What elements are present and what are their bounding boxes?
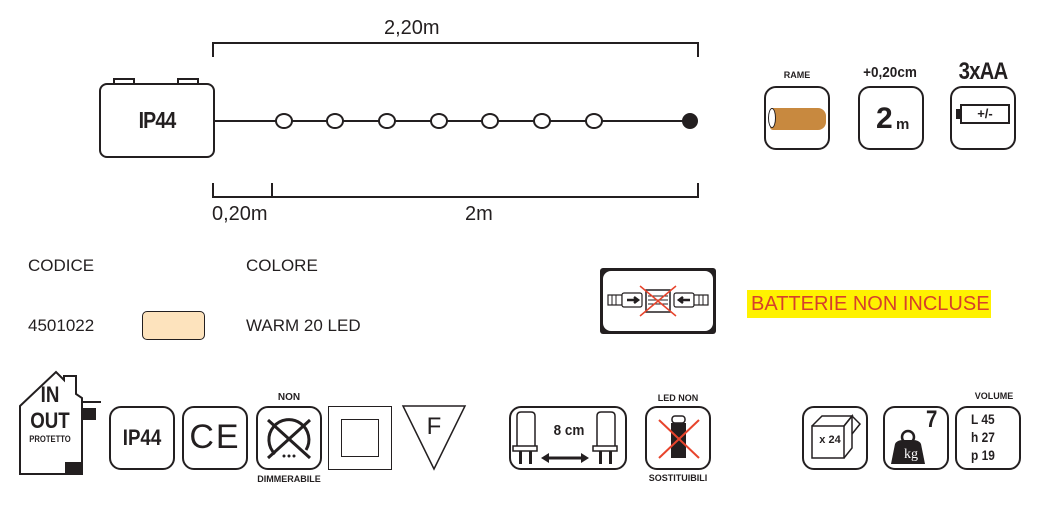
- length-2m-icon: 2 m: [858, 86, 924, 150]
- code-header: CODICE: [28, 256, 95, 275]
- bulb-icon: [585, 113, 603, 129]
- end-cap-icon: [682, 113, 698, 129]
- battery-box-tab-right: [177, 78, 199, 84]
- battery-box-tab-left: [113, 78, 135, 84]
- batteries-not-included: BATTERIE NON INCLUSE: [747, 290, 991, 318]
- length-value: 2: [876, 102, 893, 135]
- non-connectable-icon: [600, 268, 716, 334]
- weight-unit: kg: [904, 447, 918, 462]
- rame-caption: RAME: [783, 70, 811, 80]
- lead-caption: +0,20cm: [863, 64, 917, 81]
- f-mark-label: F: [426, 413, 442, 440]
- house-in: IN: [40, 382, 60, 407]
- in-out-house-icon: IN OUT PROTETTO: [18, 370, 104, 478]
- carton-label: x 24: [819, 434, 841, 446]
- weight-icon: 7 kg: [883, 406, 949, 470]
- ce-label: CE: [189, 418, 241, 456]
- dimmable-top: NON: [277, 392, 301, 403]
- volume-p: p 19: [971, 447, 995, 463]
- color-swatch: [142, 311, 205, 340]
- copper-wire-icon: [764, 86, 830, 150]
- class-ii-icon: [328, 406, 392, 470]
- lead-length-label: 0,20m: [212, 203, 268, 225]
- length-unit: m: [896, 116, 910, 133]
- total-length-label: 2,20m: [384, 17, 440, 39]
- ce-mark-icon: CE: [182, 406, 248, 470]
- lit-length-label: 2m: [465, 203, 493, 225]
- ip44-icon: IP44: [109, 406, 175, 470]
- battery-box-label: IP44: [138, 107, 177, 133]
- dimmable-bottom: DIMMERABILE: [257, 474, 321, 484]
- volume-h: h 27: [971, 429, 995, 445]
- carton-icon: x 24: [802, 406, 868, 470]
- non-dimmable-icon: [256, 406, 322, 470]
- volume-title: VOLUME: [974, 391, 1014, 401]
- bulb-icon: [378, 113, 396, 129]
- battery-caption: 3xAA: [958, 58, 1009, 85]
- bulb-icon: [533, 113, 551, 129]
- volume-icon: L 45 h 27 p 19: [955, 406, 1021, 470]
- house-protetto: PROTETTO: [29, 434, 71, 444]
- house-out: OUT: [30, 408, 70, 433]
- color-header: COLORE: [246, 256, 318, 275]
- bulb-icon: [481, 113, 499, 129]
- bulb-icon: [326, 113, 344, 129]
- battery-icon: +/-: [950, 86, 1016, 150]
- ip44-label: IP44: [122, 425, 162, 450]
- led-top: LED NON: [657, 393, 699, 403]
- bulb-icon: [430, 113, 448, 129]
- f-mark-icon: F: [401, 405, 467, 471]
- bulb-icon: [275, 113, 293, 129]
- volume-l: L 45: [971, 411, 995, 427]
- spacing-label: 8 cm: [553, 422, 585, 439]
- color-value: WARM 20 LED: [246, 316, 361, 335]
- bulb-spacing-icon: 8 cm: [509, 406, 627, 470]
- battery-box: IP44: [99, 78, 215, 158]
- code-value: 4501022: [28, 316, 95, 335]
- led-bottom: SOSTITUIBILI: [648, 473, 708, 483]
- non-replaceable-led-icon: [645, 406, 711, 470]
- battery-polarity: +/-: [960, 104, 1010, 124]
- weight-value: 7: [926, 406, 938, 433]
